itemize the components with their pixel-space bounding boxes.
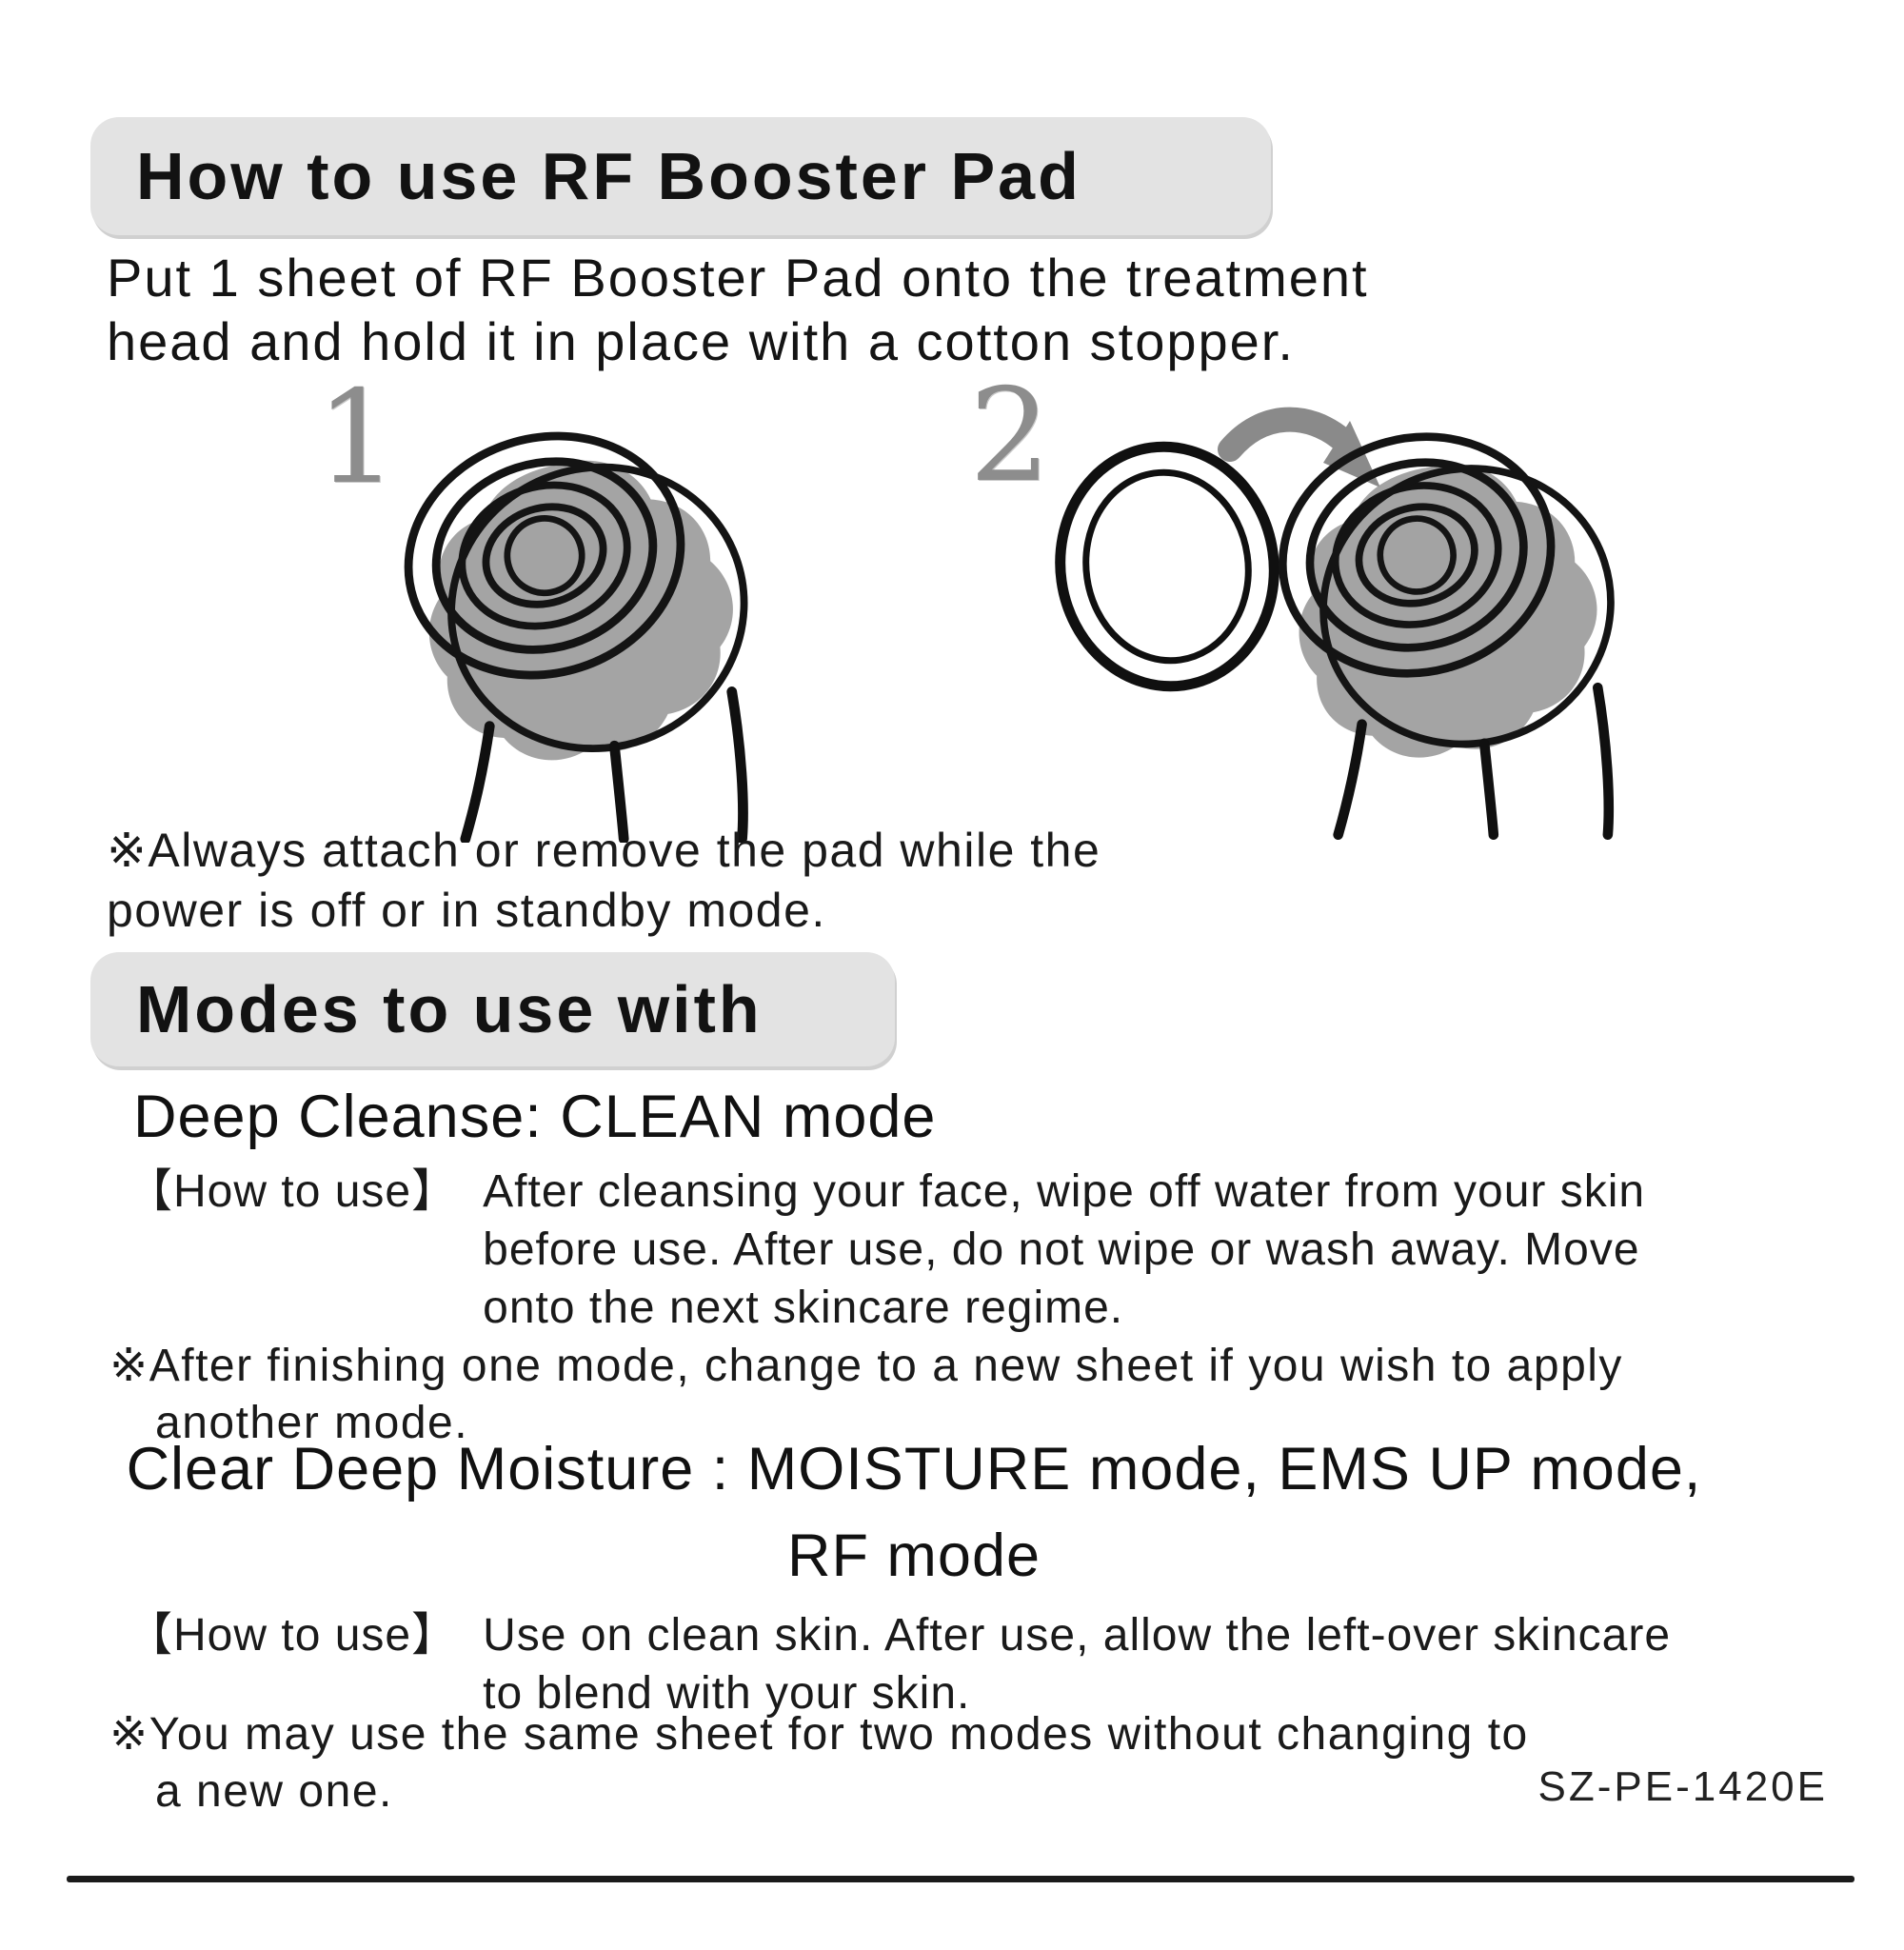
section-title: Modes to use with (136, 972, 763, 1046)
clean-how-to-use: 【How to use】 After cleansing your face, … (127, 1164, 1645, 1338)
head-rim (1319, 465, 1615, 748)
ring-outer (1055, 441, 1279, 692)
treatment-head-with-pad-illustration-2 (1279, 432, 1615, 841)
moisture-how-to-use: 【How to use】 Use on clean skin. After us… (127, 1607, 1671, 1723)
head-rings (404, 431, 685, 680)
step-1-number: 1 (316, 363, 398, 512)
cotton-stopper-ring-illustration (1055, 441, 1279, 692)
moisture-note-line-1: ※You may use the same sheet for two mode… (109, 1709, 1529, 1760)
treatment-head-with-pad-illustration-1 (404, 431, 748, 843)
step-2-number: 2 (969, 361, 1051, 510)
clean-how-line-3: onto the next skincare regime. (483, 1282, 1124, 1333)
moisture-heading-line-1: Clear Deep Moisture : MOISTURE mode, EMS… (126, 1436, 1702, 1502)
clean-mode-note: ※After finishing one mode, change to a n… (109, 1338, 1623, 1453)
intro-paragraph: Put 1 sheet of RF Booster Pad onto the t… (107, 246, 1677, 373)
section-header-modes: Modes to use with (90, 952, 895, 1066)
intro-line-1: Put 1 sheet of RF Booster Pad onto the t… (107, 248, 1369, 308)
how-to-use-text: Use on clean skin. After use, allow the … (483, 1607, 1671, 1723)
note-line-2: power is off or in standby mode. (107, 884, 826, 937)
moisture-heading-line-2: RF mode (786, 1522, 1041, 1590)
handle-legs (1333, 682, 1615, 841)
clean-how-line-2: before use. After use, do not wipe or wa… (483, 1224, 1640, 1275)
clean-note-line-1: ※After finishing one mode, change to a n… (109, 1341, 1623, 1391)
moisture-mode-note: ※You may use the same sheet for two mode… (109, 1706, 1529, 1821)
handle-legs (460, 686, 748, 843)
clean-mode-heading: Deep Cleanse: CLEAN mode (133, 1084, 937, 1150)
head-rim (447, 463, 748, 753)
moisture-how-line-2: to blend with your skin. (483, 1667, 971, 1719)
moisture-mode-heading: Clear Deep Moisture : MOISTURE mode, EMS… (95, 1426, 1733, 1601)
moisture-note-line-2: a new one. (155, 1766, 393, 1818)
how-to-use-label: 【How to use】 (127, 1166, 459, 1217)
document-code: SZ-PE-1420E (1537, 1763, 1828, 1810)
moisture-how-line-1: Use on clean skin. After use, allow the … (483, 1610, 1672, 1661)
clean-how-line-1: After cleansing your face, wipe off wate… (483, 1166, 1646, 1217)
section-header-how-to-use: How to use RF Booster Pad (90, 117, 1271, 235)
attach-remove-note: ※Always attach or remove the pad while t… (107, 821, 1101, 941)
ring-inner (1082, 468, 1252, 665)
bottom-divider-line (67, 1876, 1854, 1882)
how-to-use-text: After cleansing your face, wipe off wate… (483, 1164, 1645, 1338)
intro-line-2: head and hold it in place with a cotton … (107, 311, 1295, 372)
section-title: How to use RF Booster Pad (136, 139, 1081, 213)
pad-blob (428, 460, 733, 761)
note-line-1: ※Always attach or remove the pad while t… (107, 824, 1101, 877)
how-to-use-label: 【How to use】 (127, 1610, 459, 1661)
clean-note-line-2: another mode. (155, 1398, 469, 1449)
head-rings (1279, 432, 1556, 678)
